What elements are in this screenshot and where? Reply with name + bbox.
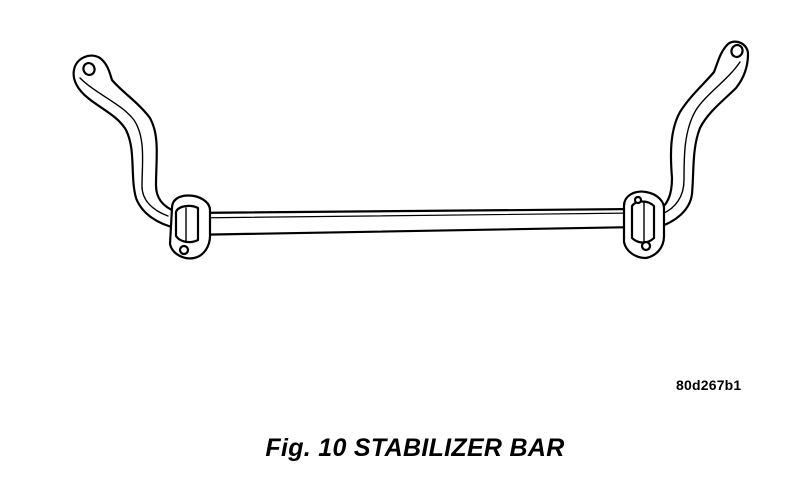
right-bracket-top-hole	[633, 195, 643, 205]
left-arm	[72, 54, 178, 230]
left-arm-hole	[82, 61, 96, 77]
right-arm	[654, 40, 750, 230]
right-bracket-bolt-hole	[640, 240, 652, 252]
main-bar-highlight	[189, 212, 637, 219]
reference-code: 80d267b1	[676, 377, 742, 393]
figure-caption-text: Fig. 10 STABILIZER BAR	[265, 434, 565, 462]
figure-caption: Fig. 10 STABILIZER BAR	[0, 434, 800, 463]
left-arm-inner-line	[79, 77, 169, 217]
left-bushing	[174, 204, 200, 244]
right-arm-inner-line	[661, 61, 741, 215]
right-bushing	[630, 200, 656, 244]
right-arm-hole	[730, 43, 744, 59]
left-bracket-bolt-hole	[178, 244, 190, 256]
main-bar	[184, 207, 642, 237]
